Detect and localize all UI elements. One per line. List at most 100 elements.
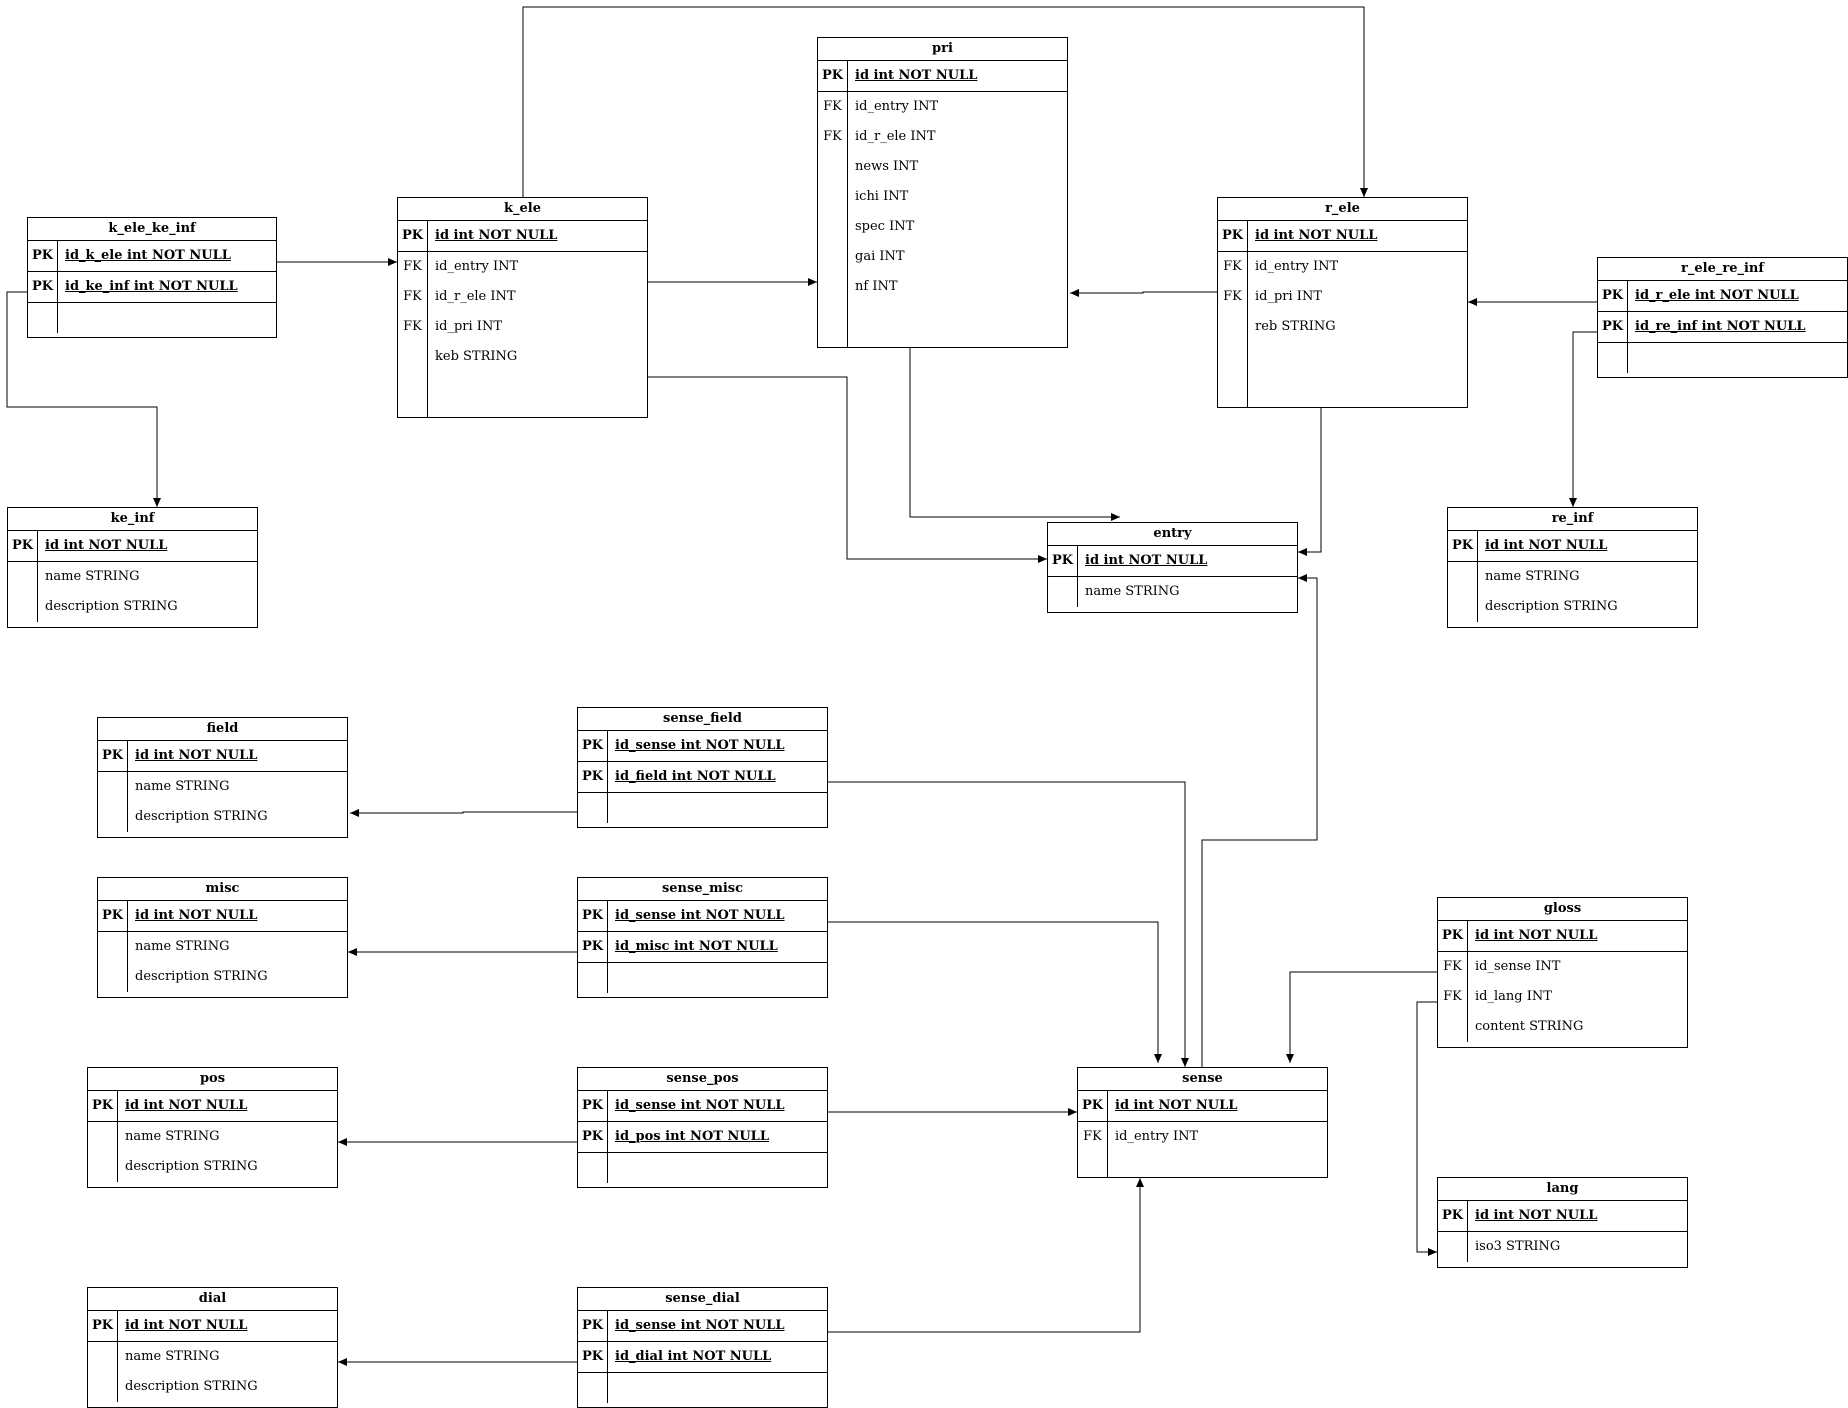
table-title: sense [1078, 1068, 1327, 1091]
column-name [608, 793, 615, 823]
column-name: id_sense int NOT NULL [615, 1318, 785, 1333]
column-name: name STRING [125, 1129, 220, 1144]
table-row: name STRING [88, 1342, 337, 1372]
edge-sense-field-to-field [350, 809, 577, 817]
key-marker [398, 342, 428, 372]
key-marker [578, 1153, 608, 1183]
key-marker [1438, 1232, 1468, 1262]
table-title: k_ele [398, 198, 647, 221]
column-name: id int NOT NULL [1115, 1098, 1238, 1113]
key-marker: FK [398, 312, 428, 342]
edge-r-ele-to-entry [1298, 408, 1322, 556]
table-row [578, 793, 827, 823]
key-marker: FK [398, 282, 428, 312]
key-marker: PK [88, 1091, 118, 1121]
column-name: gai INT [855, 249, 905, 264]
column-name: name STRING [135, 939, 230, 954]
table-row: content STRING [1438, 1012, 1687, 1042]
key-marker [88, 1152, 118, 1182]
key-marker: PK [818, 61, 848, 91]
key-marker: PK [578, 1122, 608, 1152]
column-name: nf INT [855, 279, 898, 294]
column-name: id_entry INT [435, 259, 519, 274]
column-name: iso3 STRING [1475, 1239, 1561, 1254]
key-marker [88, 1372, 118, 1402]
column-name: description STRING [45, 599, 178, 614]
key-marker: PK [98, 741, 128, 771]
table-row: gai INT [818, 242, 1067, 272]
column-name: id int NOT NULL [855, 68, 978, 83]
column-name: id_re_inf int NOT NULL [1635, 319, 1806, 334]
table-title: field [98, 718, 347, 741]
column-name: name STRING [1085, 584, 1180, 599]
table-row: PK id int NOT NULL [1078, 1091, 1327, 1122]
key-marker [88, 1122, 118, 1152]
table-title: k_ele_ke_inf [28, 218, 276, 241]
key-marker [818, 242, 848, 272]
table-row: name STRING [1048, 577, 1297, 607]
key-marker: FK [818, 92, 848, 122]
key-marker: FK [818, 122, 848, 152]
edge-pri-to-entry [909, 348, 1120, 521]
key-marker: FK [1218, 252, 1248, 282]
column-name: id_lang INT [1475, 989, 1552, 1004]
key-marker [818, 272, 848, 302]
column-name: description STRING [125, 1379, 258, 1394]
key-marker: PK [1078, 1091, 1108, 1121]
column-name: id_sense INT [1475, 959, 1561, 974]
key-marker: PK [578, 1311, 608, 1341]
key-marker [578, 1373, 608, 1403]
table-row [28, 303, 276, 333]
column-name: id_r_ele INT [855, 129, 936, 144]
key-marker [28, 303, 58, 333]
edge-sense-dial-to-sense [828, 1178, 1144, 1333]
key-marker [578, 793, 608, 823]
table-title: misc [98, 878, 347, 901]
column-name: name STRING [135, 779, 230, 794]
table-row: description STRING [1448, 592, 1697, 622]
column-name: name STRING [125, 1349, 220, 1364]
table-row: PK id int NOT NULL [818, 61, 1067, 92]
key-marker: PK [578, 1091, 608, 1121]
column-name [608, 1373, 615, 1403]
table-row: keb STRING [398, 342, 647, 372]
column-name: id_r_ele int NOT NULL [1635, 288, 1799, 303]
key-marker [8, 592, 38, 622]
key-marker: FK [1078, 1122, 1108, 1152]
column-name [58, 303, 65, 333]
edge-r-ele-re-inf-to-re-inf [1569, 331, 1597, 507]
column-name: ichi INT [855, 189, 909, 204]
key-marker [578, 963, 608, 993]
column-name: id int NOT NULL [45, 538, 168, 553]
table-title: pri [818, 38, 1067, 61]
edge-sense-field-to-sense [828, 781, 1189, 1067]
